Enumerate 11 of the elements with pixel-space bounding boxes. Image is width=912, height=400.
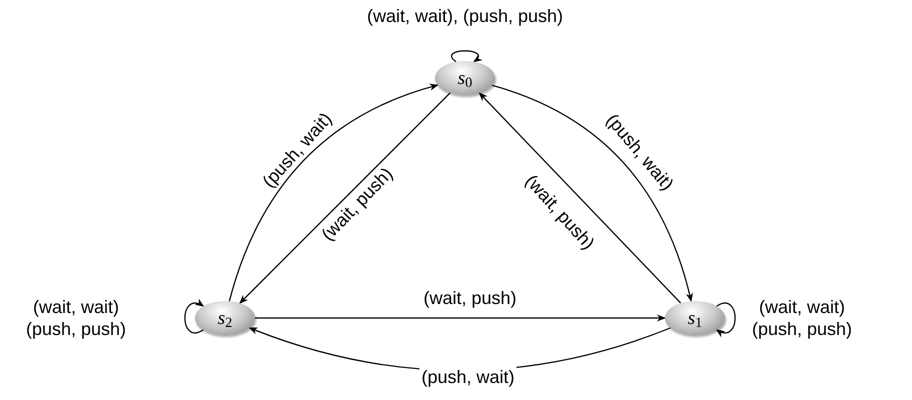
transition-arrow — [184, 299, 204, 334]
transition-arrow — [451, 50, 482, 62]
transition-arrow — [716, 302, 736, 337]
state-label: s$_{2}$ — [218, 308, 232, 328]
state-label: s$_{1}$ — [688, 308, 702, 328]
state-node — [665, 301, 725, 335]
state-label: s$_{0}$ — [458, 68, 472, 88]
transition-arrow — [255, 314, 666, 322]
state-node — [435, 61, 495, 95]
edge-label: (push, wait) — [419, 366, 517, 388]
state-node — [195, 301, 255, 335]
